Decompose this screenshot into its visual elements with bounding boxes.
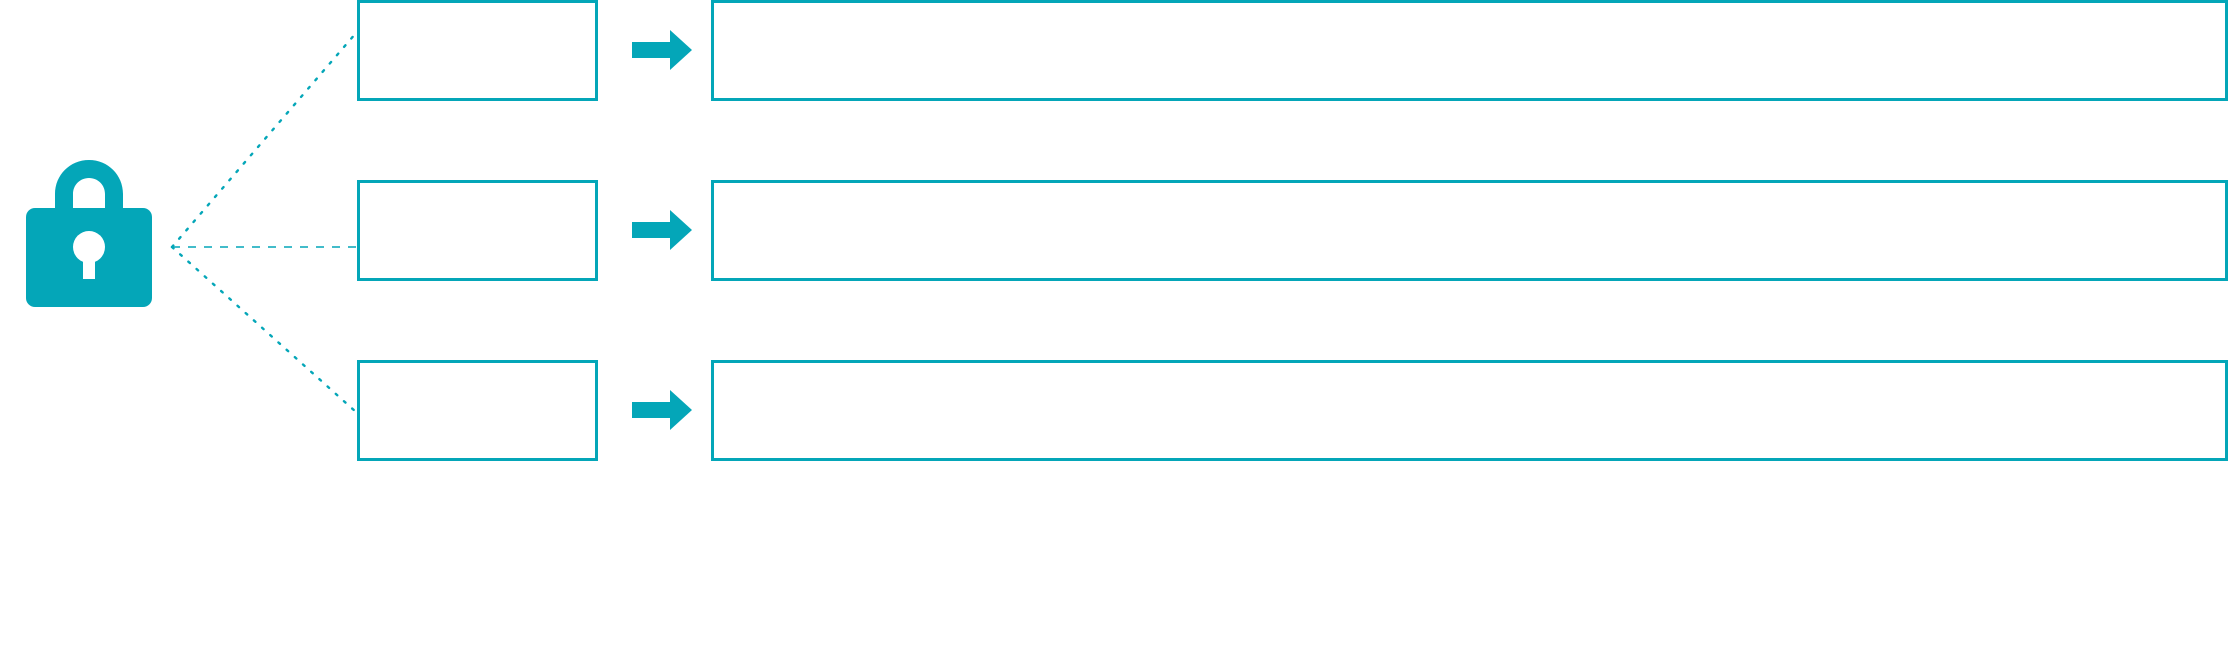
connector-line-3	[170, 245, 358, 414]
arrow-right-icon-3	[632, 390, 692, 430]
stage-box-2[interactable]	[357, 180, 598, 281]
stage-box-3[interactable]	[357, 360, 598, 461]
lock-icon	[26, 152, 152, 307]
stage-box-1[interactable]	[357, 0, 598, 101]
detail-box-1[interactable]	[711, 0, 2228, 101]
arrow-right-icon-2	[632, 210, 692, 250]
connector-line-1	[170, 31, 358, 249]
arrow-right-icon-1	[632, 30, 692, 70]
detail-box-2[interactable]	[711, 180, 2228, 281]
detail-box-3[interactable]	[711, 360, 2228, 461]
